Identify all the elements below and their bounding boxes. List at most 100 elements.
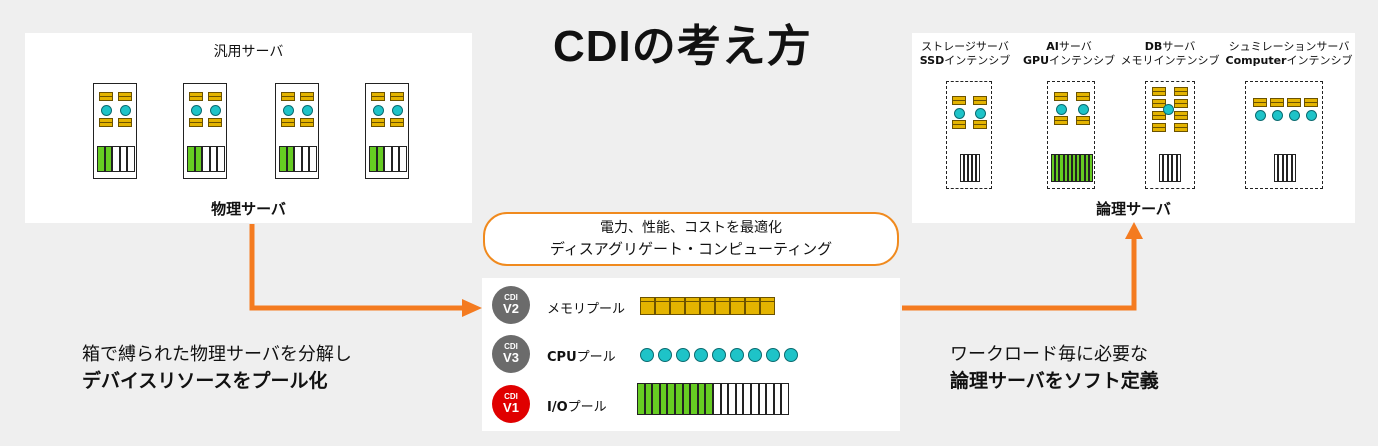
memory-module — [1304, 98, 1318, 107]
io-slot — [637, 383, 645, 415]
io-slot — [644, 383, 653, 415]
cpu-chip — [1056, 104, 1067, 115]
cpu-chip — [302, 105, 313, 116]
physical-server-label: 物理サーバ — [211, 200, 286, 218]
memory-module — [1076, 116, 1090, 125]
page-title: CDIの考え方 — [553, 22, 812, 71]
physical-server-panel: 汎用サーバ 物理サーバ — [25, 33, 472, 223]
memory-module — [1054, 92, 1068, 101]
memory-module — [685, 297, 700, 315]
memory-module — [189, 118, 203, 127]
memory-module — [99, 118, 113, 127]
storage-server-sub: インテンシブ — [944, 54, 1011, 67]
io-slot — [682, 383, 691, 415]
io-slot — [713, 383, 721, 415]
memory-module — [118, 92, 132, 101]
cpu-chip — [1306, 110, 1317, 121]
io-slot — [127, 146, 135, 172]
storage-server-title: ストレージサーバ — [921, 40, 1009, 53]
io-pool-label: I/Oプール — [547, 400, 607, 415]
memory-module — [1174, 123, 1188, 132]
physical-server — [365, 83, 409, 179]
memory-module — [390, 92, 404, 101]
memory-module — [715, 297, 730, 315]
memory-module — [952, 96, 966, 105]
io-slot — [97, 146, 105, 172]
io-slot — [294, 146, 302, 172]
memory-module — [952, 120, 966, 129]
physical-server — [183, 83, 227, 179]
io-slot — [286, 146, 294, 172]
storage-server-sub-bold: SSD — [919, 54, 945, 67]
io-slot — [652, 383, 660, 415]
io-slot — [399, 146, 407, 172]
left-caption: 箱で縛られた物理サーバを分解し デバイスリソースをプール化 — [82, 342, 352, 394]
io-slot — [1176, 154, 1181, 182]
memory-module — [208, 92, 222, 101]
cpu-chip — [1078, 104, 1089, 115]
memory-module — [189, 92, 203, 101]
memory-module — [1270, 98, 1284, 107]
right-caption: ワークロード毎に必要な 論理サーバをソフト定義 — [950, 342, 1159, 394]
left-caption-line-1: 箱で縛られた物理サーバを分解し — [82, 344, 352, 365]
io-slot — [667, 383, 675, 415]
io-slot — [1088, 154, 1093, 182]
io-slot — [1067, 154, 1072, 182]
io-slot — [758, 383, 767, 415]
right-caption-line-1: ワークロード毎に必要な — [950, 344, 1148, 365]
io-slot — [112, 146, 120, 172]
cpu-chip — [784, 348, 798, 362]
memory-module — [99, 92, 113, 101]
io-slot — [766, 383, 774, 415]
memory-module — [1152, 111, 1166, 120]
io-slot — [1063, 154, 1068, 182]
cpu-chip — [392, 105, 403, 116]
io-slot — [1084, 154, 1089, 182]
cpu-chip — [1289, 110, 1300, 121]
physical-server — [93, 83, 137, 179]
io-slot — [1291, 154, 1296, 182]
cpu-chip — [766, 348, 780, 362]
ai-server-sub-bold: GPU — [1022, 54, 1050, 67]
memory-module — [640, 297, 655, 315]
memory-module — [1287, 98, 1301, 107]
io-slot — [187, 146, 195, 172]
io-slot — [1059, 154, 1064, 182]
cpu-chip — [730, 348, 744, 362]
memory-module — [1174, 87, 1188, 96]
memory-module — [655, 297, 670, 315]
logical-server-label: 論理サーバ — [1096, 200, 1171, 218]
io-slot — [1076, 154, 1081, 182]
db-server-sub: メモリインテンシブ — [1120, 54, 1220, 67]
memory-module — [1054, 116, 1068, 125]
cpu-chip — [676, 348, 690, 362]
io-slot — [1080, 154, 1085, 182]
cpu-chip — [748, 348, 762, 362]
memory-module — [1253, 98, 1267, 107]
cpu-chip — [954, 108, 965, 119]
general-server-label: 汎用サーバ — [213, 44, 284, 60]
cpu-chip — [694, 348, 708, 362]
memory-module — [300, 92, 314, 101]
right-caption-line-2: 論理サーバをソフト定義 — [950, 370, 1159, 392]
io-slot — [384, 146, 392, 172]
io-slot — [104, 146, 112, 172]
io-slot — [217, 146, 225, 172]
logical-server-label-sim: シュミレーションサーバ Computerインテンシブ — [1223, 40, 1355, 68]
io-slot — [972, 154, 976, 182]
memory-module — [208, 118, 222, 127]
memory-module — [760, 297, 775, 315]
memory-module — [390, 118, 404, 127]
io-slot — [391, 146, 399, 172]
memory-module — [1174, 99, 1188, 108]
cpu-chip — [101, 105, 112, 116]
io-slot — [1274, 154, 1279, 182]
io-slot — [773, 383, 782, 415]
db-server-title-bold: DB — [1144, 40, 1163, 53]
left-arrow — [249, 224, 482, 317]
io-slot — [1072, 154, 1077, 182]
io-slot — [1278, 154, 1283, 182]
memory-module — [281, 118, 295, 127]
